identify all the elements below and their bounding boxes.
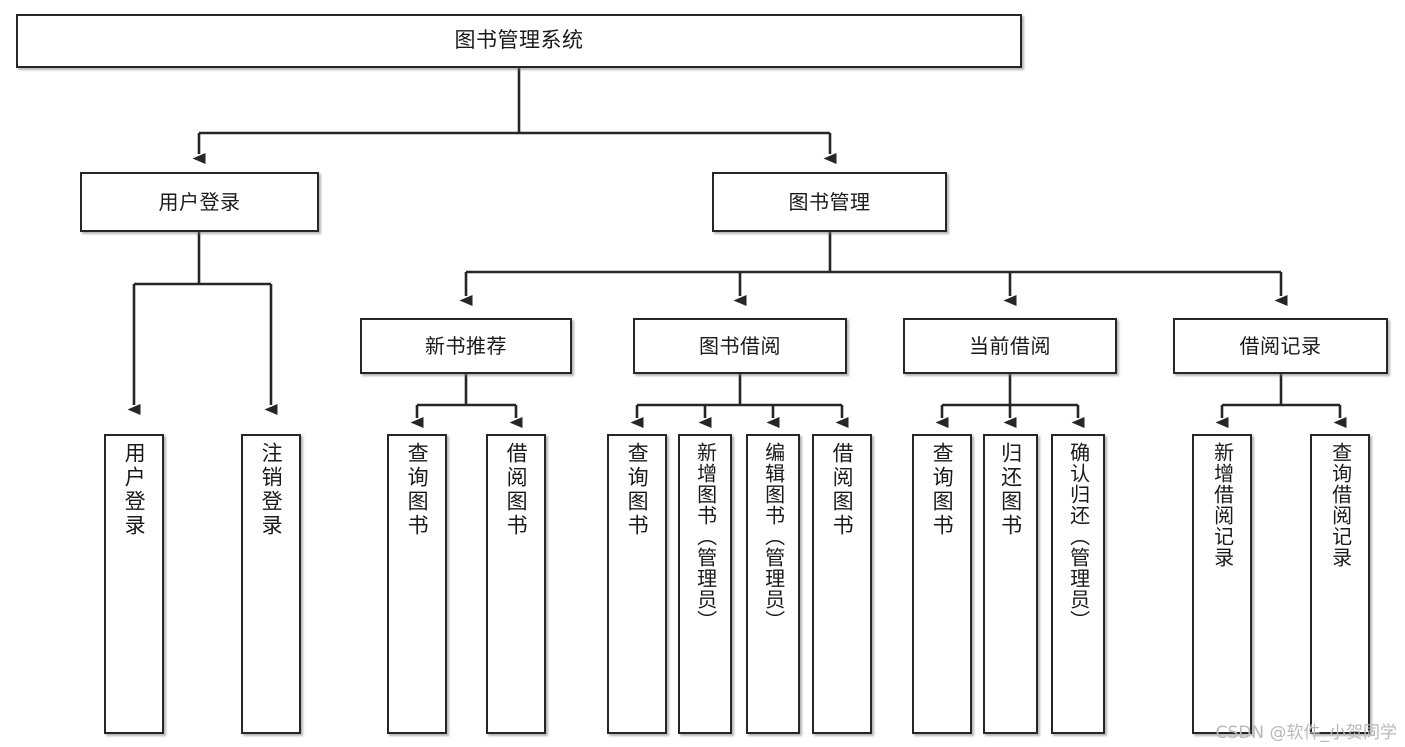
leaf-confirm-return-admin[interactable]: 确认归还（管理员） — [1051, 434, 1105, 734]
leaf-query-borrow-record-label: 查询借阅记录 — [1328, 442, 1353, 568]
node-user-login[interactable]: 用户登录 — [80, 172, 319, 232]
leaf-user-login-label: 用户登录 — [122, 442, 147, 538]
leaf-query-book-recommend-label: 查询图书 — [405, 442, 430, 538]
node-book-borrow[interactable]: 图书借阅 — [633, 318, 847, 374]
leaf-add-book-admin[interactable]: 新增图书（管理员） — [678, 434, 732, 734]
leaf-query-book-borrow-label: 查询图书 — [625, 442, 650, 538]
node-new-book-recommend[interactable]: 新书推荐 — [360, 318, 572, 374]
leaf-logout-label: 注销登录 — [259, 442, 284, 538]
leaf-return-book-label: 归还图书 — [998, 442, 1023, 538]
leaf-user-login[interactable]: 用户登录 — [104, 434, 164, 734]
node-user-login-label: 用户登录 — [158, 189, 241, 214]
leaf-edit-book-admin[interactable]: 编辑图书（管理员） — [746, 434, 800, 734]
node-borrow-records[interactable]: 借阅记录 — [1173, 318, 1388, 374]
leaf-add-borrow-record-label: 新增借阅记录 — [1210, 442, 1235, 568]
node-current-borrow-label: 当前借阅 — [969, 333, 1051, 358]
leaf-borrow-book-label: 借阅图书 — [830, 442, 855, 538]
node-root[interactable]: 图书管理系统 — [16, 14, 1022, 68]
node-new-book-recommend-label: 新书推荐 — [425, 333, 507, 358]
leaf-edit-book-admin-label: 编辑图书（管理员） — [761, 442, 786, 631]
node-book-borrow-label: 图书借阅 — [699, 333, 781, 358]
leaf-add-book-admin-label: 新增图书（管理员） — [693, 442, 718, 631]
leaf-borrow-book[interactable]: 借阅图书 — [812, 434, 872, 734]
leaf-return-book[interactable]: 归还图书 — [983, 434, 1038, 734]
leaf-query-borrow-record[interactable]: 查询借阅记录 — [1310, 434, 1370, 734]
node-book-management-label: 图书管理 — [788, 189, 871, 214]
leaf-query-book-borrow[interactable]: 查询图书 — [607, 434, 667, 734]
leaf-borrow-book-recommend-label: 借阅图书 — [504, 442, 529, 538]
leaf-borrow-book-recommend[interactable]: 借阅图书 — [486, 434, 546, 734]
watermark: CSDN @软件_小贺同学 — [1215, 723, 1397, 743]
leaf-add-borrow-record[interactable]: 新增借阅记录 — [1192, 434, 1252, 734]
leaf-confirm-return-admin-label: 确认归还（管理员） — [1066, 442, 1091, 631]
node-borrow-records-label: 借阅记录 — [1239, 333, 1322, 358]
leaf-query-book-recommend[interactable]: 查询图书 — [387, 434, 447, 734]
node-book-management[interactable]: 图书管理 — [712, 172, 947, 232]
node-current-borrow[interactable]: 当前借阅 — [903, 318, 1117, 374]
leaf-query-book-current[interactable]: 查询图书 — [912, 434, 972, 734]
leaf-query-book-current-label: 查询图书 — [930, 442, 955, 538]
node-root-label: 图书管理系统 — [454, 28, 584, 53]
leaf-logout[interactable]: 注销登录 — [241, 434, 301, 734]
